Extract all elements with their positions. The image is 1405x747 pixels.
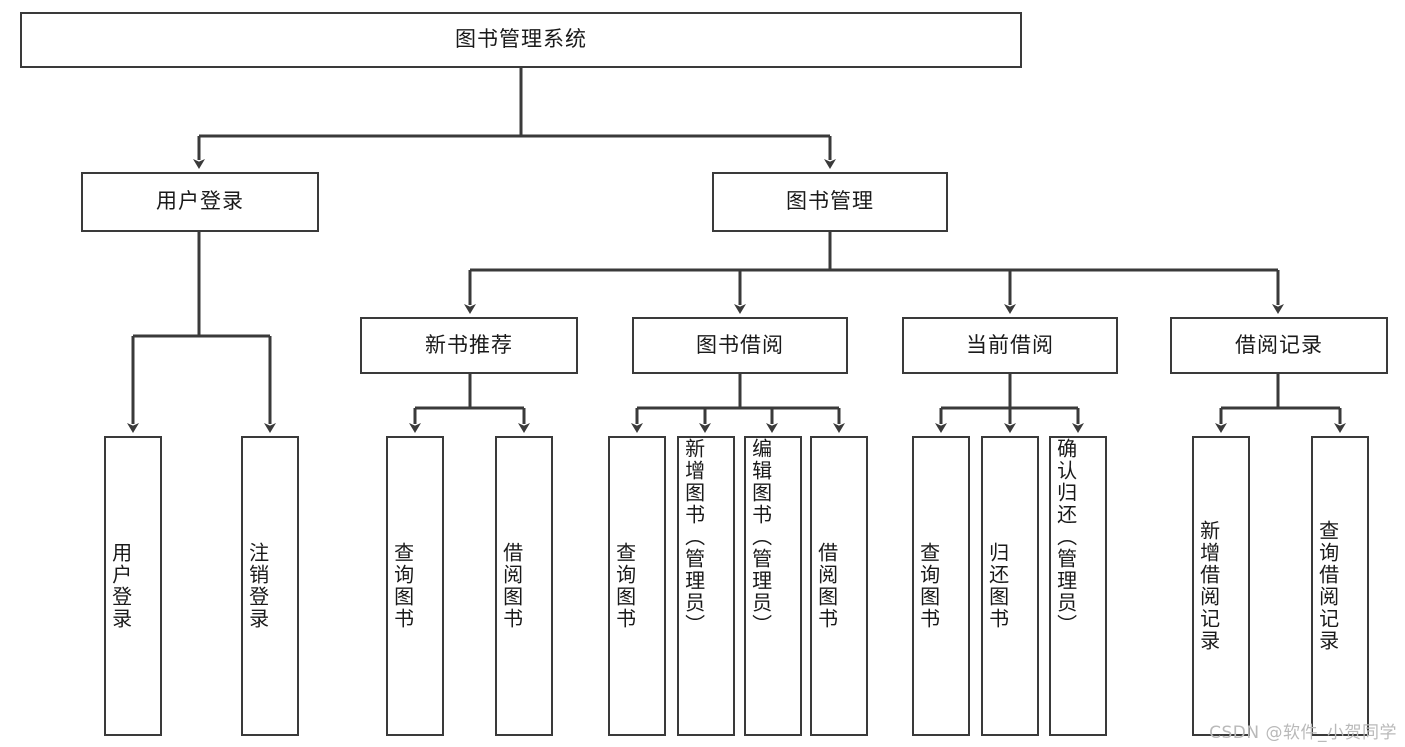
leaf-confirm-return-admin[interactable]: 确认归还（管理员） [1049, 436, 1107, 736]
node-label: 注销登录 [245, 542, 270, 630]
node-label: 查询图书 [916, 542, 941, 630]
node-label: 图书管理 [786, 189, 874, 214]
leaf-borrow-book-new[interactable]: 借阅图书 [495, 436, 553, 736]
node-label: 当前借阅 [966, 332, 1054, 357]
node-label: 归还图书 [985, 542, 1010, 630]
node-root-system[interactable]: 图书管理系统 [20, 12, 1022, 68]
node-label: 查询图书 [390, 542, 415, 630]
node-label: 图书管理系统 [455, 27, 587, 52]
leaf-add-book-admin[interactable]: 新增图书（管理员） [677, 436, 735, 736]
node-label: 确认归还（管理员） [1053, 438, 1078, 636]
leaf-borrow-book[interactable]: 借阅图书 [810, 436, 868, 736]
node-label: 用户登录 [156, 189, 244, 214]
leaf-query-book-new[interactable]: 查询图书 [386, 436, 444, 736]
leaf-query-book-current[interactable]: 查询图书 [912, 436, 970, 736]
leaf-edit-book-admin[interactable]: 编辑图书（管理员） [744, 436, 802, 736]
node-book-management[interactable]: 图书管理 [712, 172, 948, 232]
node-new-book-recommend[interactable]: 新书推荐 [360, 317, 578, 374]
leaf-logout[interactable]: 注销登录 [241, 436, 299, 736]
leaf-user-login[interactable]: 用户登录 [104, 436, 162, 736]
node-label: 借阅记录 [1235, 332, 1323, 357]
leaf-query-book-borrow[interactable]: 查询图书 [608, 436, 666, 736]
node-label: 新书推荐 [425, 332, 513, 357]
node-user-login[interactable]: 用户登录 [81, 172, 319, 232]
node-label: 新增借阅记录 [1196, 520, 1221, 652]
node-label: 借阅图书 [814, 542, 839, 630]
leaf-add-borrow-record[interactable]: 新增借阅记录 [1192, 436, 1250, 736]
node-book-borrow[interactable]: 图书借阅 [632, 317, 848, 374]
node-label: 编辑图书（管理员） [748, 438, 773, 636]
node-label: 查询图书 [612, 542, 637, 630]
node-label: 图书借阅 [696, 332, 784, 357]
leaf-return-book[interactable]: 归还图书 [981, 436, 1039, 736]
node-label: 用户登录 [108, 542, 133, 630]
node-borrow-records[interactable]: 借阅记录 [1170, 317, 1388, 374]
node-current-borrow[interactable]: 当前借阅 [902, 317, 1118, 374]
csdn-watermark: CSDN @软件_小贺同学 [1209, 723, 1397, 743]
leaf-query-borrow-record[interactable]: 查询借阅记录 [1311, 436, 1369, 736]
node-label: 借阅图书 [499, 542, 524, 630]
node-label: 查询借阅记录 [1315, 520, 1340, 652]
node-label: 新增图书（管理员） [681, 438, 706, 636]
